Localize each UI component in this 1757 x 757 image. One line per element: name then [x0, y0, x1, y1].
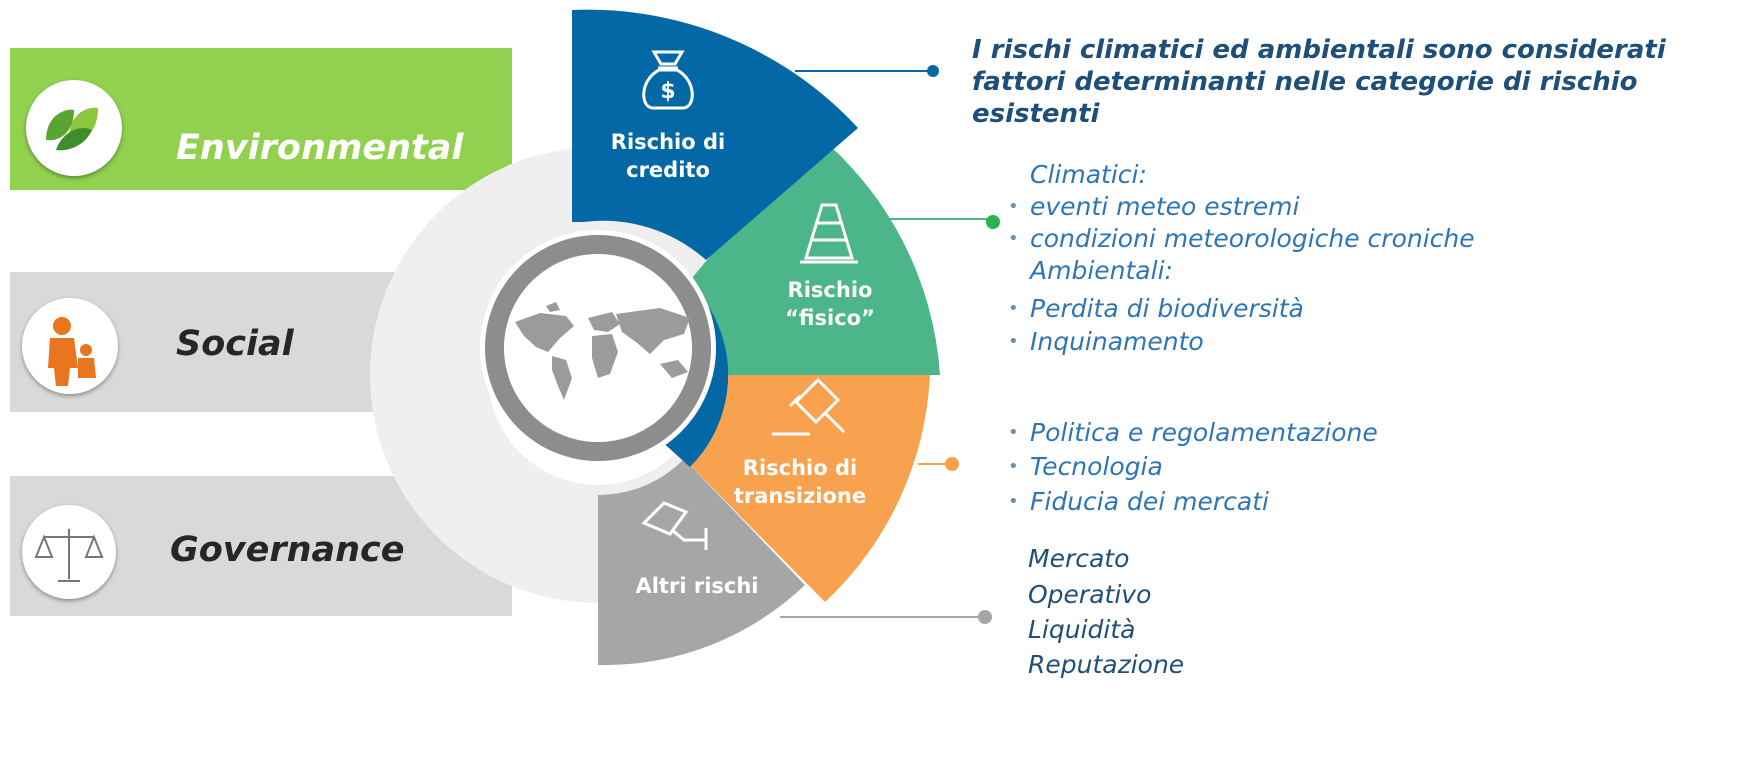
- social-label: Social: [176, 324, 294, 364]
- right-heading: I rischi climatici ed ambientali sono co…: [972, 35, 1666, 129]
- transizione-item-2: Tecnologia: [1008, 450, 1163, 484]
- leaf-icon: [26, 80, 122, 176]
- altri-item-2: Operativo: [1028, 580, 1152, 609]
- segment-label-transizione-line1: Rischio di: [742, 456, 858, 480]
- altri-item-1: Mercato: [1028, 544, 1130, 573]
- segment-rischio-fisico: [682, 132, 940, 375]
- world-map-icon: [515, 302, 690, 400]
- connector-lines: [780, 65, 1000, 624]
- segment-rischio-credito: [572, 9, 858, 260]
- segment-label-fisico-line2: “fisico”: [785, 306, 875, 330]
- ambientali-item-1: Perdita di biodiversità: [1008, 292, 1304, 326]
- climatici-item-2: condizioni meteorologiche croniche: [1008, 222, 1475, 256]
- segment-label-fisico: Rischio “fisico”: [765, 276, 895, 332]
- altri-item-4: Reputazione: [1028, 650, 1185, 679]
- ambientali-item-2: Inquinamento: [1008, 325, 1204, 359]
- climatici-label: Climatici:: [1030, 160, 1147, 189]
- segment-label-altri: Altri rischi: [635, 574, 759, 598]
- segment-label-credito-line1: Rischio di: [610, 130, 726, 154]
- money-bag-icon: $: [642, 50, 694, 110]
- gavel-icon: [772, 377, 846, 436]
- transizione-item-3: Fiducia dei mercati: [1008, 485, 1269, 519]
- governance-label: Governance: [170, 530, 405, 570]
- environmental-label: Environmental: [176, 128, 464, 168]
- segment-altri-rischi: [598, 459, 805, 666]
- camera-icon: [641, 501, 708, 550]
- svg-text:$: $: [660, 79, 675, 104]
- segment-label-credito: Rischio di credito: [598, 128, 738, 184]
- altri-item-3: Liquidità: [1028, 615, 1136, 644]
- climatici-item-1: eventi meteo estremi: [1008, 190, 1299, 224]
- scales-icon: [22, 505, 116, 599]
- road-cone-icon: [800, 203, 858, 264]
- segment-label-transizione-line2: transizione: [733, 484, 867, 508]
- family-icon: [22, 298, 118, 394]
- segment-label-credito-line2: credito: [626, 158, 710, 182]
- segment-label-transizione: Rischio di transizione: [720, 454, 880, 510]
- ambientali-label: Ambientali:: [1030, 256, 1173, 285]
- segment-label-fisico-line1: Rischio: [787, 278, 873, 302]
- segment-rischio-transizione: [684, 375, 930, 602]
- transizione-item-1: Politica e regolamentazione: [1008, 416, 1378, 450]
